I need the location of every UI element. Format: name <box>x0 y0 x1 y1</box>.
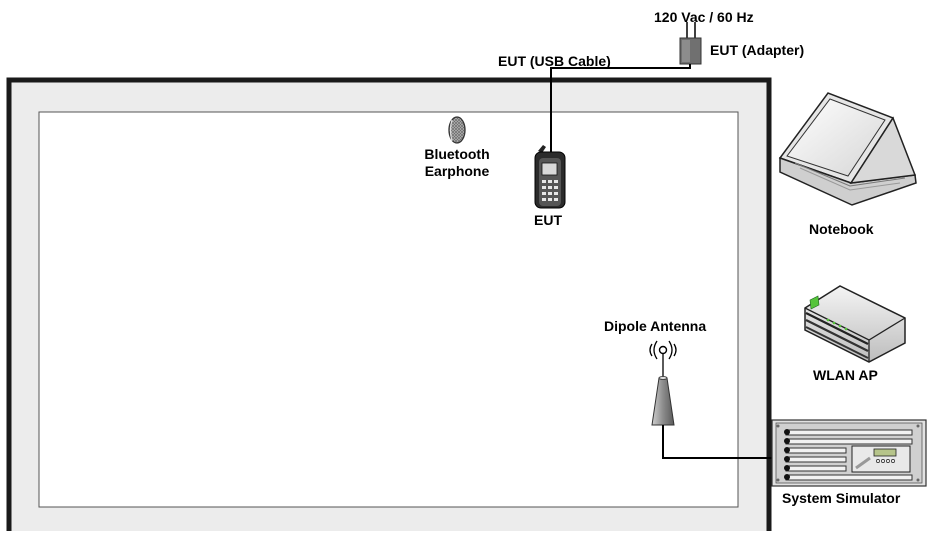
usb-cable-label: EUT (USB Cable) <box>498 53 611 69</box>
power-plug-icon <box>686 22 696 38</box>
adapter-label: EUT (Adapter) <box>710 42 805 58</box>
bluetooth-earphone-icon <box>448 116 466 144</box>
dipole-antenna-label: Dipole Antenna <box>604 318 707 334</box>
power-source-label: 120 Vac / 60 Hz <box>654 9 754 25</box>
shielded-chamber <box>6 77 772 536</box>
laptop-icon <box>778 92 917 206</box>
notebook-label: Notebook <box>809 221 874 237</box>
adapter-icon <box>679 37 702 65</box>
usb-cable <box>550 64 691 158</box>
rack-simulator-icon <box>771 419 927 487</box>
phone-icon <box>534 145 566 209</box>
rf-cable <box>662 425 783 459</box>
system-simulator-label: System Simulator <box>782 490 901 506</box>
eut-label: EUT <box>534 212 562 228</box>
bluetooth-label-line1: Bluetooth <box>424 146 490 162</box>
bluetooth-label-line2: Earphone <box>424 163 490 179</box>
antenna-icon <box>649 340 677 426</box>
router-icon <box>804 285 906 363</box>
bluetooth-earphone-label: Bluetooth Earphone <box>412 146 502 180</box>
wlan-ap-label: WLAN AP <box>813 367 878 383</box>
chamber-inner-area <box>38 111 739 508</box>
